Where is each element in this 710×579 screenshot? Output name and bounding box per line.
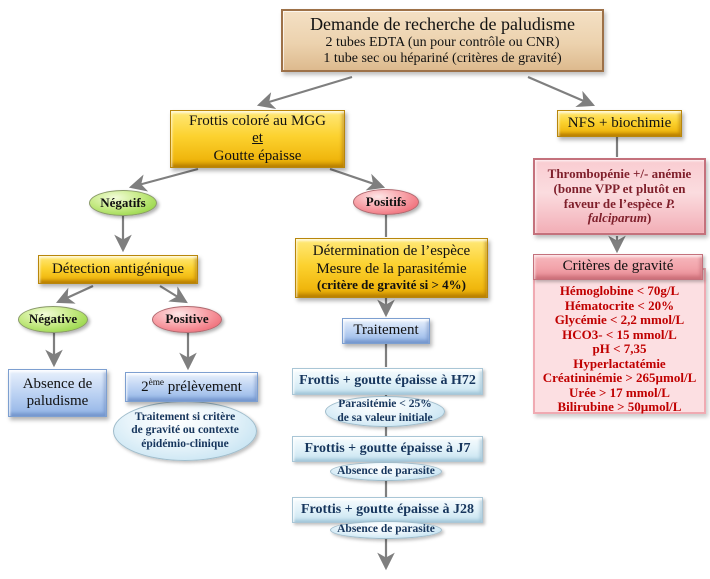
determination-line2: Mesure de la parasitémie xyxy=(316,260,467,277)
negatifs-label: Négatifs xyxy=(100,194,146,210)
criteria-item: Hématocrite < 20% xyxy=(564,297,675,313)
node-nfs-biochimie: NFS + biochimie xyxy=(557,110,682,137)
criteria-item: Urée > 17 mmol/L xyxy=(569,384,670,400)
ellipse-negatifs: Négatifs xyxy=(89,190,157,216)
negative-label: Négative xyxy=(28,311,78,327)
node-criteres-list: Hémoglobine < 70g/L Hématocrite < 20% Gl… xyxy=(533,268,706,414)
criteria-item: Créatininémie > 265µmol/L xyxy=(542,370,697,385)
node-absence-paludisme: Absence de paludisme xyxy=(8,369,107,417)
criteria-item: Hémoglobine < 70g/L xyxy=(559,283,680,298)
parasitemia-line1: Parasitémie < 25% xyxy=(338,398,432,411)
thrombopenie-text: Thrombopénie +/- anémie (bonne VPP et pl… xyxy=(541,165,698,227)
absence-parasite-2-label: Absence de parasite xyxy=(337,523,435,536)
criteria-item: pH < 7,35 xyxy=(592,341,647,356)
nfs-label: NFS + biochimie xyxy=(567,114,672,131)
node-demande-paludisme: Demande de recherche de paludisme 2 tube… xyxy=(281,9,604,72)
node-frottis-mgg: Frottis coloré au MGG et Goutte épaisse xyxy=(170,110,345,168)
determination-line1: Détermination de l’espèce xyxy=(312,243,471,260)
node-subtitle-1: 2 tubes EDTA (un pour contrôle ou CNR) xyxy=(325,34,560,50)
node-criteres-header: Critères de gravité xyxy=(533,254,703,280)
mgg-line3: Goutte épaisse xyxy=(213,147,302,164)
node-detection-antigenique: Détection antigénique xyxy=(38,255,198,284)
ellipse-positive: Positive xyxy=(152,306,222,333)
parasitemia-line2: de sa valeur initiale xyxy=(337,411,433,424)
detection-label: Détection antigénique xyxy=(51,260,185,277)
node-frottis-j7: Frottis + goutte épaisse à J7 xyxy=(292,436,483,462)
determination-line3: (critère de gravité si > 4%) xyxy=(316,276,467,292)
traitement-label: Traitement xyxy=(353,322,419,339)
frottis-j28-label: Frottis + goutte épaisse à J28 xyxy=(301,501,474,517)
positive-label: Positive xyxy=(165,311,209,327)
ellipse-traitement-si-critere: Traitement si critère de gravité ou cont… xyxy=(113,401,257,461)
criteria-title: Critères de gravité xyxy=(562,258,674,275)
node-frottis-h72: Frottis + goutte épaisse à H72 xyxy=(292,368,483,395)
node-title: Demande de recherche de paludisme xyxy=(310,14,575,35)
absence-parasite-1-label: Absence de parasite xyxy=(337,464,435,477)
thrombopenie-text-after: ) xyxy=(646,210,652,226)
frottis-h72-label: Frottis + goutte épaisse à H72 xyxy=(299,373,476,389)
ellipse-parasitemie-25: Parasitémie < 25% de sa valeur initiale xyxy=(325,396,445,427)
absence-line2: paludisme xyxy=(26,393,89,409)
treat-note-line1: Traitement si critère xyxy=(134,411,236,424)
criteria-item: Hyperlactatémie xyxy=(573,355,666,371)
mgg-line1: Frottis coloré au MGG xyxy=(188,113,327,130)
absence-line1: Absence de xyxy=(22,375,93,392)
criteria-item: Bilirubine > 50µmol/L xyxy=(557,399,682,414)
second-prelevement-num: 2 xyxy=(141,378,149,395)
ellipse-absence-parasite-2: Absence de parasite xyxy=(330,521,442,539)
second-prelevement-sup: ème xyxy=(148,377,165,388)
node-determination-espece: Détermination de l’espèce Mesure de la p… xyxy=(295,238,488,298)
treat-note-line2: de gravité ou contexte xyxy=(131,424,239,437)
treat-note-line3: épidémio-clinique xyxy=(141,437,229,450)
second-prelevement-label: 2ème prélèvement xyxy=(141,378,242,396)
mgg-line2: et xyxy=(252,130,263,147)
node-thrombopenie: Thrombopénie +/- anémie (bonne VPP et pl… xyxy=(533,158,706,235)
frottis-j7-label: Frottis + goutte épaisse à J7 xyxy=(304,440,471,456)
second-prelevement-rest: prélèvement xyxy=(164,378,242,395)
node-traitement: Traitement xyxy=(342,318,430,344)
thrombopenie-text-before: Thrombopénie +/- anémie (bonne VPP et pl… xyxy=(547,165,692,211)
ellipse-negative: Négative xyxy=(18,306,88,333)
positifs-label: Positifs xyxy=(365,193,407,209)
node-frottis-j28: Frottis + goutte épaisse à J28 xyxy=(292,497,483,523)
criteria-item: Glycémie < 2,2 mmol/L xyxy=(554,312,685,327)
node-subtitle-2: 1 tube sec ou hépariné (critères de grav… xyxy=(323,50,562,66)
thrombopenie-species-italic: P. falciparum xyxy=(587,195,676,226)
criteria-item: HCO3- < 15 mmol/L xyxy=(562,326,677,342)
ellipse-positifs: Positifs xyxy=(353,189,419,215)
node-second-prelevement: 2ème prélèvement xyxy=(125,372,258,402)
ellipse-absence-parasite-1: Absence de parasite xyxy=(330,462,442,481)
